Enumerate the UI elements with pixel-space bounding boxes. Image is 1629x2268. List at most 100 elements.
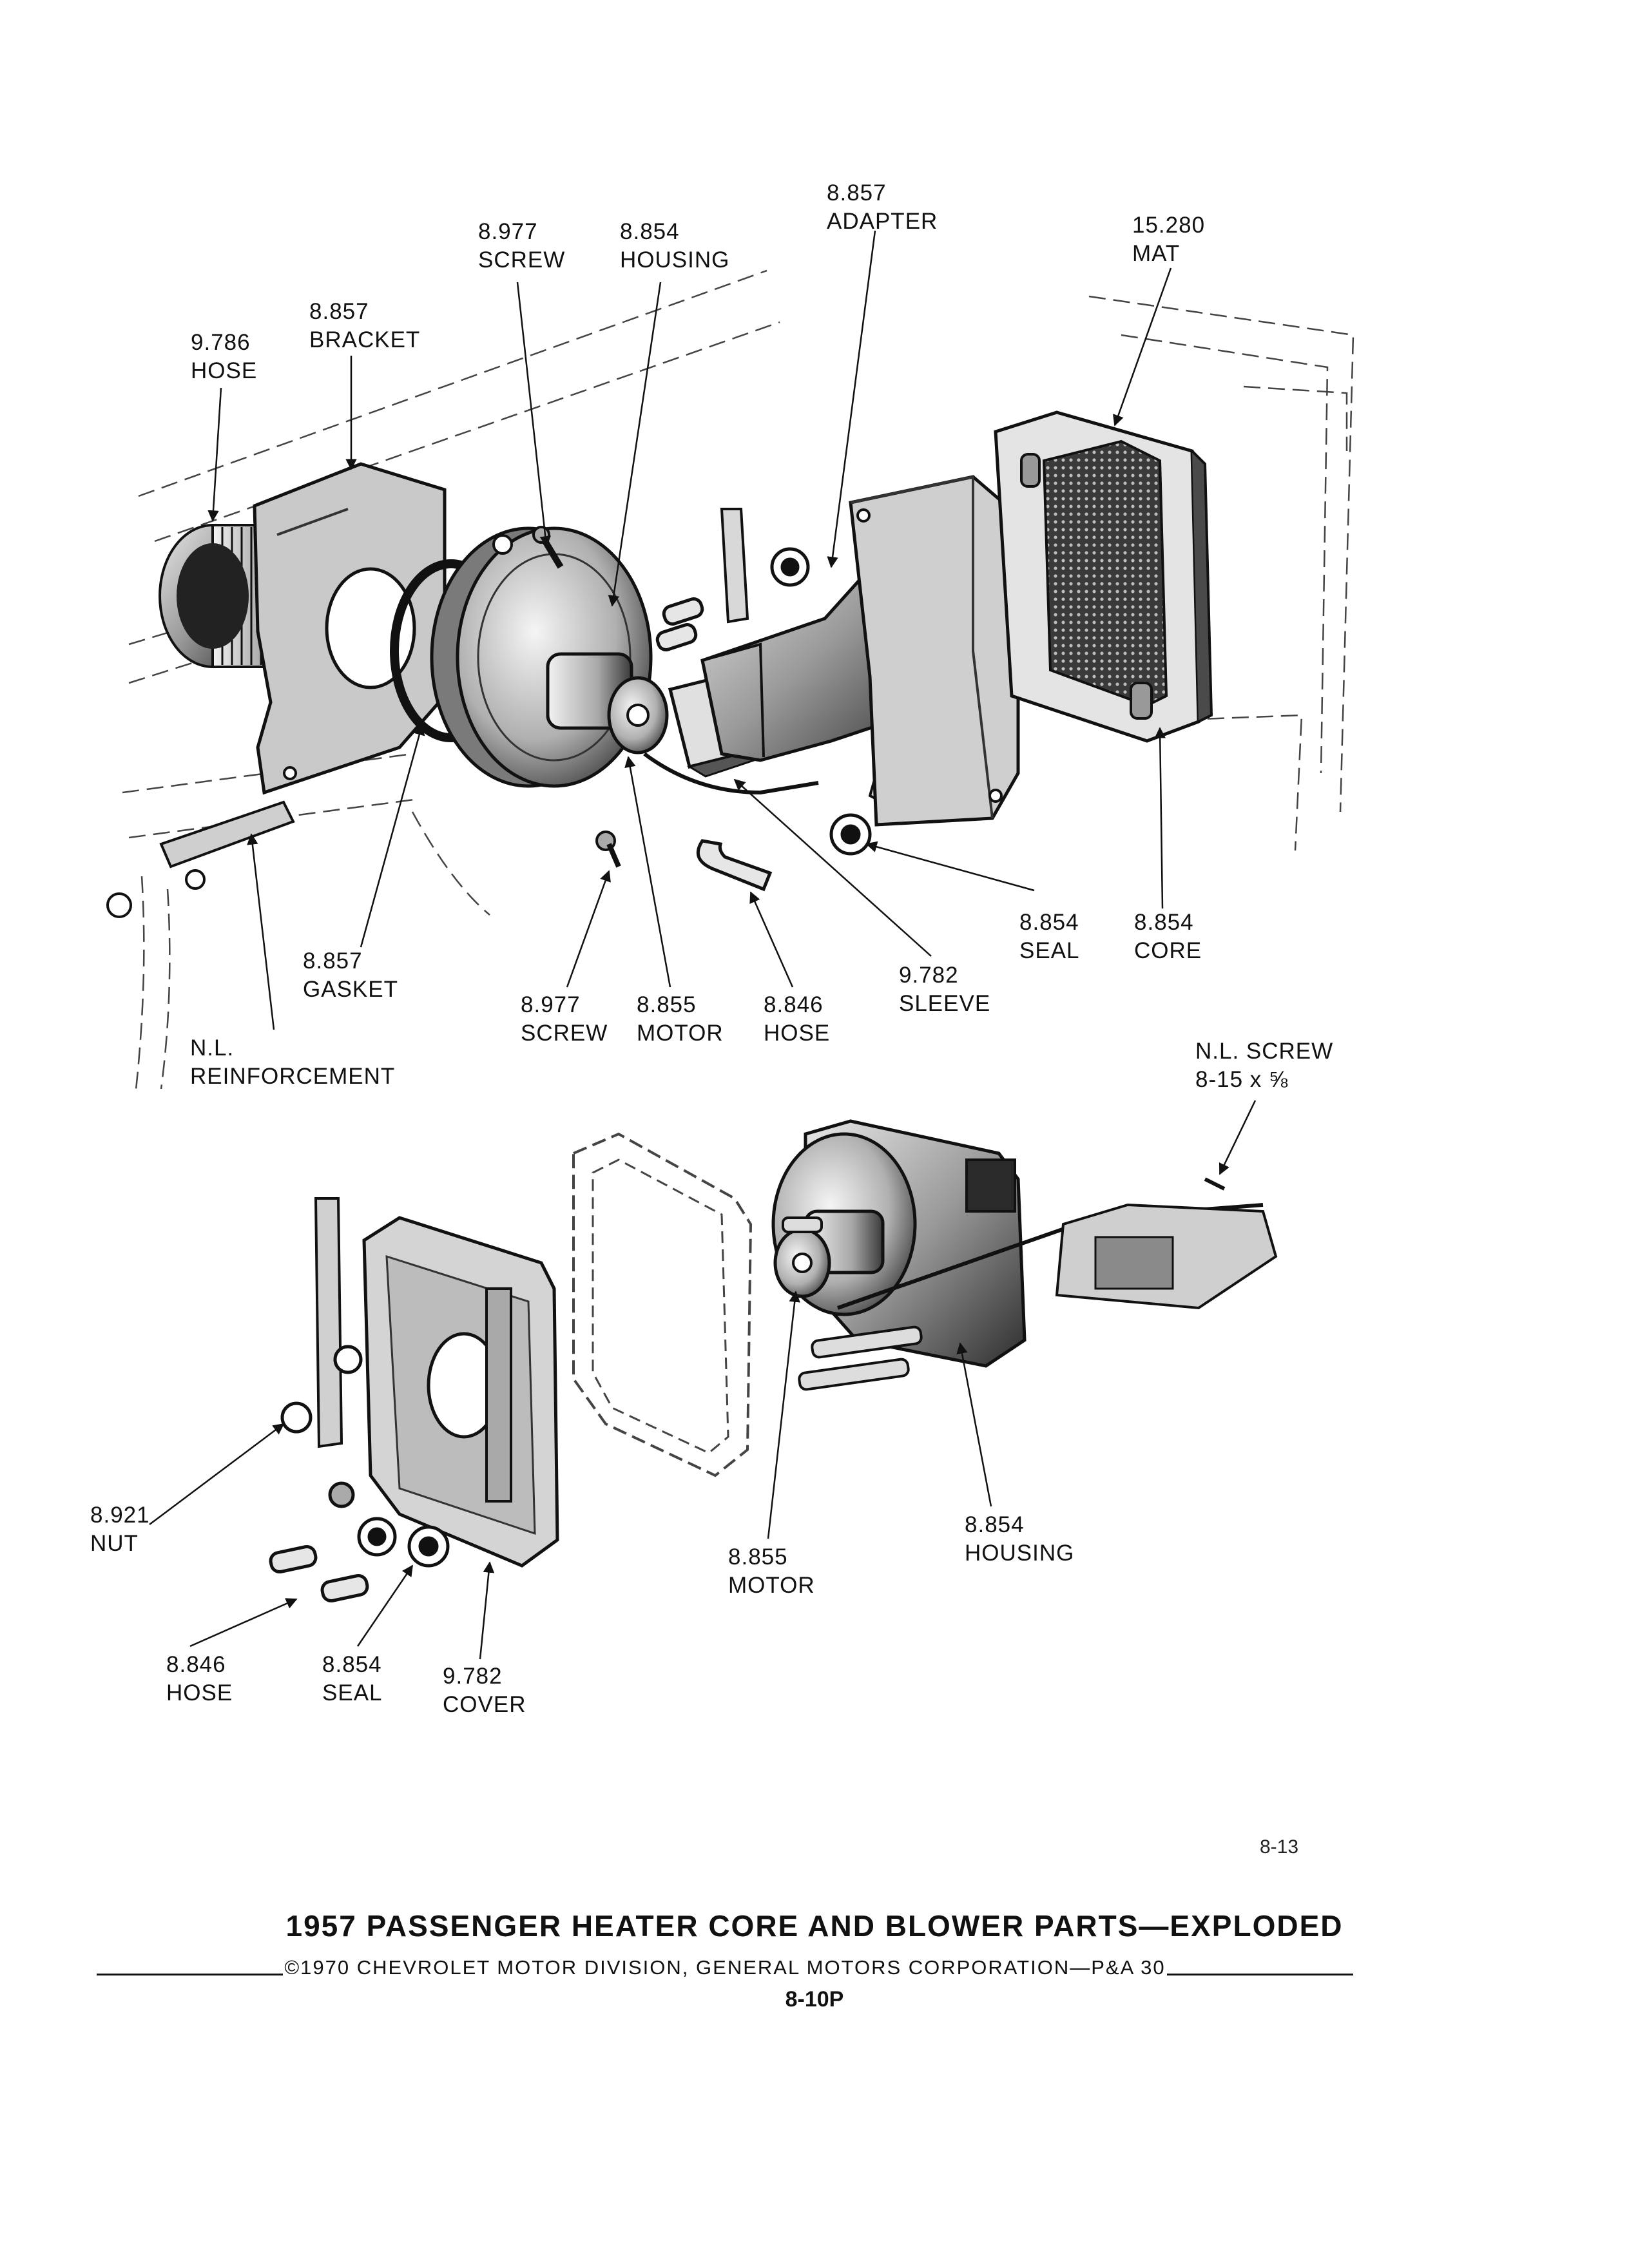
leader-screw-bottom [566,870,611,988]
copyright-rule-left [97,1974,284,1975]
leader-hose-mid [749,891,794,988]
cover-plate [362,1216,559,1568]
callout-code: 8.846 [764,992,824,1017]
leader-motor-low [767,1291,800,1539]
leader-mat [1113,267,1172,427]
cover-gasket-ghost [572,1132,753,1477]
callout-code: 8.977 [521,992,581,1017]
leader-lines [149,230,1257,1660]
callout-name: HOUSING [965,1541,1075,1566]
callout-hose-top: 9.786 HOSE [191,329,257,385]
copyright-text: ©1970 CHEVROLET MOTOR DIVISION, GENERAL … [284,1956,1166,1979]
leader-motor-top [624,756,671,988]
leader-hose-low [189,1598,298,1648]
callout-name: SCREW [478,247,566,273]
callout-name: HOSE [764,1021,831,1046]
callout-cover: 9.782 COVER [443,1662,526,1719]
callout-name: CORE [1134,938,1202,963]
callout-code: 8.854 [1019,910,1079,935]
leader-sleeve [733,778,932,957]
callout-nl-screw: N.L. SCREW 8-15 x ⅝ [1195,1037,1333,1094]
leader-core [1154,727,1166,909]
heater-case [849,475,1020,827]
callout-code: 8.855 [637,992,697,1017]
callout-name: NUT [90,1531,139,1556]
leader-nl-screw [1219,1100,1257,1175]
callout-name: 8-15 x ⅝ [1195,1067,1289,1092]
callout-name: MOTOR [728,1573,815,1598]
callout-code: 8.921 [90,1503,150,1528]
callout-code: 9.786 [191,330,251,355]
callout-name: REINFORCEMENT [190,1064,396,1089]
lower-motor [773,1209,923,1391]
callout-name: HOSE [191,358,258,383]
lower-wire [837,1177,1278,1310]
callout-name: GASKET [303,977,398,1002]
leader-housing-top [608,282,662,607]
callout-motor-low: 8.855 MOTOR [728,1543,815,1600]
callout-name: HOUSING [620,247,730,273]
copyright-line: ©1970 CHEVROLET MOTOR DIVISION, GENERAL … [97,1956,1353,1979]
callout-bracket: 8.857 BRACKET [309,298,420,354]
callout-code: 8.854 [322,1652,382,1677]
callout-name: ADAPTER [827,209,938,234]
callout-name: SEAL [1019,938,1080,963]
callout-code: 15.280 [1132,213,1206,238]
callout-code: 8.854 [1134,910,1194,935]
callout-nut: 8.921 NUT [90,1501,150,1558]
callout-name: MOTOR [637,1021,724,1046]
callout-housing-low: 8.854 HOUSING [965,1511,1074,1568]
callout-screw-bottom: 8.977 SCREW [521,991,608,1048]
plate-number: 8-10P [785,1987,844,2012]
callout-seal-top: 8.854 SEAL [1019,908,1080,965]
callout-code: 8.846 [166,1652,226,1677]
callout-core: 8.854 CORE [1134,908,1202,965]
callout-code: 8.857 [827,180,887,206]
callout-adapter: 8.857 ADAPTER [827,179,938,236]
callout-code: 8.855 [728,1544,788,1570]
leader-seal-low [356,1564,414,1647]
callout-code: 8.977 [478,219,538,244]
callout-mat: 15.280 MAT [1132,211,1205,268]
leader-adapter [827,230,876,568]
leader-cover [479,1561,495,1660]
copyright-rule-right [1166,1974,1353,1975]
callout-reinforcement: N.L. REINFORCEMENT [190,1034,395,1091]
page-title: 1957 PASSENGER HEATER CORE AND BLOWER PA… [285,1909,1344,1943]
leader-hose-top [207,387,222,522]
callout-hose-mid: 8.846 HOSE [764,991,830,1048]
callout-name: MAT [1132,241,1181,266]
leader-nut [149,1423,285,1525]
callout-code: N.L. [190,1035,235,1061]
strap-bracket [314,1197,363,1448]
callout-code: 9.782 [443,1664,503,1689]
callout-code: 8.854 [965,1512,1025,1537]
callout-name: SLEEVE [899,991,991,1016]
callout-code: 8.857 [309,299,369,324]
small-fasteners [492,526,621,868]
blower-motor [546,652,819,795]
callout-name: SCREW [521,1021,608,1046]
callout-housing-top: 8.854 HOUSING [620,218,729,274]
callout-name: SEAL [322,1680,383,1706]
leader-gasket [360,724,425,948]
callout-motor-top: 8.855 MOTOR [637,991,724,1048]
figure-number: 8-13 [1260,1836,1299,1858]
lower-small-parts [269,1401,450,1603]
callout-screw-top: 8.977 SCREW [478,218,565,274]
callout-gasket: 8.857 GASKET [303,947,398,1004]
callout-sleeve: 9.782 SLEEVE [899,961,990,1018]
callout-code: 9.782 [899,963,959,988]
callout-name: BRACKET [309,327,421,352]
callout-code: 8.854 [620,219,680,244]
leader-reinforcement [247,833,275,1030]
leader-screw-top [516,282,551,548]
reinforcement-strip [106,800,295,918]
leader-housing-low [956,1342,992,1507]
callout-hose-low: 8.846 HOSE [166,1651,233,1707]
bracket-plate [253,462,447,795]
upper-assembly [106,269,1354,1096]
short-hoses [655,597,773,892]
callout-code: 8.857 [303,948,363,974]
